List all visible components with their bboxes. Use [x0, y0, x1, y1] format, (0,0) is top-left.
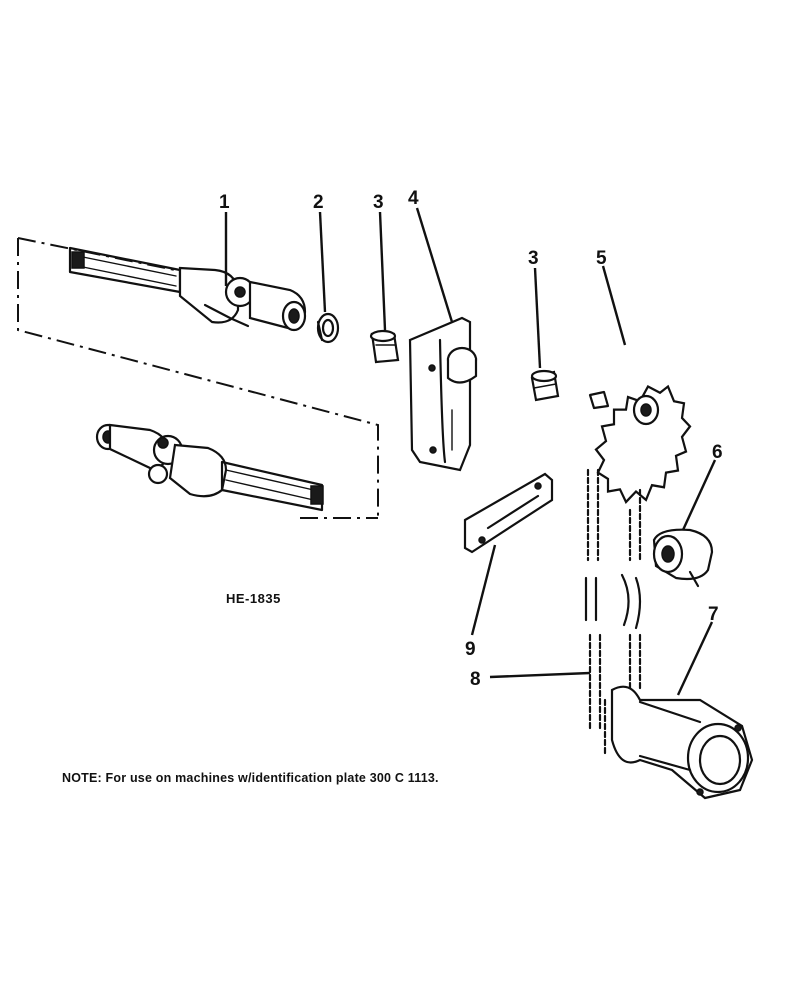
drive-housing [603, 685, 754, 800]
tensioner-roller [652, 528, 714, 588]
callout-7: 7 [708, 604, 719, 625]
roller-chain [584, 468, 642, 732]
slide-plate [463, 472, 554, 554]
figure-code: HE-1835 [226, 591, 281, 606]
leader-3a [378, 211, 387, 331]
callout-2: 2 [313, 192, 324, 213]
callout-3a: 3 [373, 192, 384, 213]
callout-5: 5 [596, 248, 607, 269]
leader-5 [601, 265, 627, 346]
bushing-right [530, 369, 560, 402]
seal-ring [316, 312, 340, 344]
leader-8 [489, 671, 591, 679]
bushing-left [369, 329, 400, 364]
leader-2 [318, 211, 327, 313]
leader-6 [681, 459, 717, 531]
callout-6: 6 [712, 442, 723, 463]
leader-4 [415, 207, 454, 323]
callout-3b: 3 [528, 248, 539, 269]
figure-note: NOTE: For use on machines w/identificati… [62, 771, 439, 785]
callout-8: 8 [470, 669, 481, 690]
drive-shaft-upper [68, 246, 307, 332]
leader-7 [676, 621, 714, 696]
leader-lines [224, 207, 717, 696]
callout-9: 9 [465, 639, 476, 660]
leader-3b [533, 267, 542, 369]
bearing-bracket [408, 316, 478, 472]
leader-9 [470, 544, 497, 636]
callout-1: 1 [219, 192, 230, 213]
drive-shaft-lower [95, 423, 324, 512]
sprocket [588, 384, 692, 504]
callout-4: 4 [408, 188, 419, 209]
